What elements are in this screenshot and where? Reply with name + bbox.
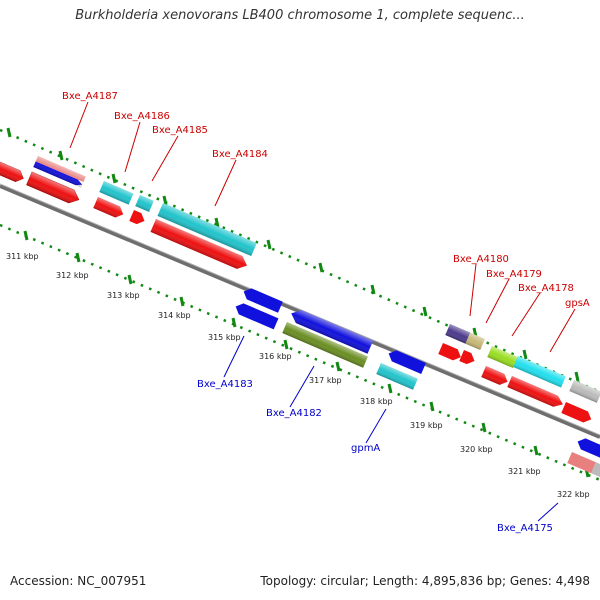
forward-label-leaders [69, 101, 576, 353]
gene-label[interactable]: Bxe_A4185 [152, 125, 208, 136]
tick-label: 316 kbp [259, 352, 292, 361]
gene-label[interactable]: Bxe_A4180 [453, 254, 509, 265]
tick-label: 312 kbp [56, 271, 89, 280]
tick-label: 313 kbp [107, 291, 140, 300]
gene-arrow[interactable] [561, 402, 593, 425]
gene-arrow[interactable] [459, 350, 477, 367]
tick-label: 320 kbp [460, 445, 493, 454]
tick-label: 319 kbp [410, 421, 443, 430]
tick-label: 318 kbp [360, 397, 393, 406]
gene-label[interactable]: Bxe_A4183 [197, 379, 253, 390]
gene-label[interactable]: Bxe_A4182 [266, 408, 322, 419]
forward-genes [0, 156, 600, 425]
outer-dotted-track [0, 128, 600, 394]
forward-gene-labels: Bxe_A4187 Bxe_A4186 Bxe_A4185 Bxe_A4184 … [62, 91, 590, 309]
tick-label: 314 kbp [158, 311, 191, 320]
gene-arrow[interactable] [438, 343, 463, 363]
gene-arrow[interactable] [129, 210, 147, 227]
reverse-gene-labels: Bxe_A4183 Bxe_A4182 gpmA Bxe_A4175 [197, 379, 553, 534]
reverse-genes [233, 286, 600, 478]
gene-label[interactable]: Bxe_A4179 [486, 269, 542, 280]
gene-arrow[interactable] [241, 286, 283, 313]
gene-label[interactable]: Bxe_A4186 [114, 111, 170, 122]
gene-label[interactable]: Bxe_A4187 [62, 91, 118, 102]
accession-text: Accession: NC_007951 [10, 574, 147, 588]
gene-label[interactable]: gpmA [351, 443, 380, 454]
tick-labels: 311 kbp 312 kbp 313 kbp 314 kbp 315 kbp … [6, 252, 590, 499]
map-title: Burkholderia xenovorans LB400 chromosome… [75, 8, 525, 23]
gene-label[interactable]: Bxe_A4175 [497, 523, 553, 534]
gene-box[interactable] [567, 452, 596, 474]
tick-label: 322 kbp [557, 490, 590, 499]
gene-arrow[interactable] [233, 301, 279, 330]
genome-summary-text: Topology: circular; Length: 4,895,836 bp… [260, 574, 590, 588]
gene-arrow[interactable] [575, 436, 600, 459]
tick-label: 311 kbp [6, 252, 39, 261]
tick-label: 317 kbp [309, 376, 342, 385]
backbone [0, 183, 600, 439]
tick-label: 315 kbp [208, 333, 241, 342]
reverse-label-leaders [223, 335, 559, 522]
gene-label[interactable]: Bxe_A4178 [518, 283, 574, 294]
tick-label: 321 kbp [508, 467, 541, 476]
inner-dotted-track [0, 223, 600, 482]
gene-label[interactable]: gpsA [565, 298, 590, 309]
gene-label[interactable]: Bxe_A4184 [212, 149, 268, 160]
gene-arrow[interactable] [386, 348, 426, 374]
